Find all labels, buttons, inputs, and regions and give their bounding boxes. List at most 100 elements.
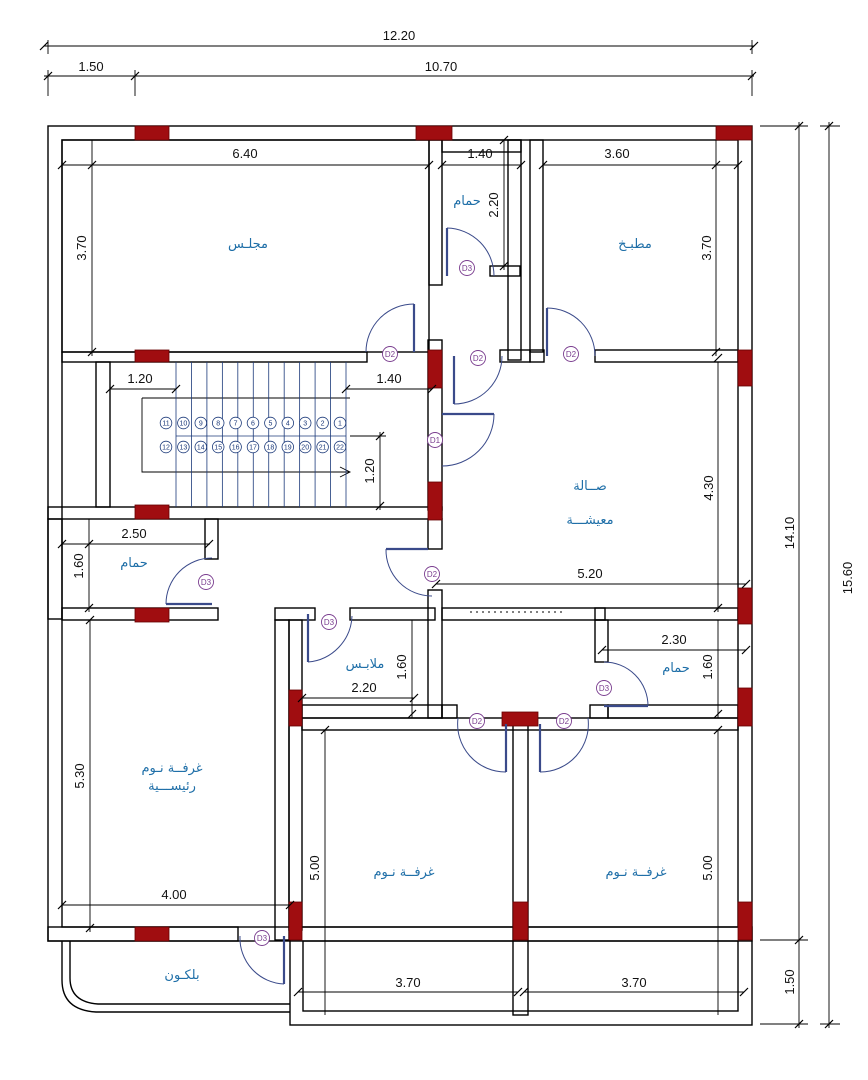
upper-step-marker <box>316 416 329 430</box>
window-stair <box>427 349 443 389</box>
window-bath2 <box>134 607 170 623</box>
dim-majlis-width: 6.40 <box>232 146 257 161</box>
dim-stair-landing: 1.20 <box>127 371 152 386</box>
svg-text:D2: D2 <box>472 717 483 726</box>
upper-step-number: 10 <box>180 421 188 428</box>
svg-text:D2: D2 <box>427 570 438 579</box>
upper-step-number: 2 <box>321 421 325 428</box>
dim-bath2-depth: 1.60 <box>71 553 86 578</box>
lower-step-number: 16 <box>232 445 240 452</box>
window-dressing <box>288 689 303 727</box>
room-label-kitchen: مطبـخ <box>618 237 652 252</box>
dim-stair-width: 1.40 <box>376 371 401 386</box>
window-majlis-bottom <box>134 349 170 363</box>
lower-step-number: 20 <box>301 445 309 452</box>
window-kitchen <box>715 125 753 141</box>
upper-step-marker <box>333 416 347 430</box>
door-tag-bed2: D2 <box>556 713 572 729</box>
svg-text:D1: D1 <box>430 436 441 445</box>
upper-step-number: 1 <box>338 421 342 428</box>
dimension-labels: 6.40 3.70 1.40 2.20 3.60 3.70 1.20 1.40 … <box>71 146 716 990</box>
window-master <box>134 926 170 942</box>
lower-step-marker <box>246 440 260 454</box>
dim-master-width: 4.00 <box>161 887 186 902</box>
window-bed1 <box>288 901 303 941</box>
svg-text:D2: D2 <box>566 350 577 359</box>
window-hall <box>427 481 443 521</box>
lower-step-marker <box>281 440 295 454</box>
lower-step-number: 18 <box>267 445 275 452</box>
lower-step-marker <box>194 440 208 454</box>
lower-step-number: 14 <box>197 445 205 452</box>
dim-overall-width: 12.20 <box>383 28 416 43</box>
dim-dressing-width: 2.20 <box>351 680 376 695</box>
upper-step-marker <box>299 416 312 430</box>
room-label-bed1: غرفــة نـوم <box>373 865 434 880</box>
upper-step-number: 6 <box>251 421 255 428</box>
dim-main-width: 10.70 <box>425 59 458 74</box>
dim-master-depth: 5.30 <box>72 763 87 788</box>
window-majlis <box>134 125 170 141</box>
dim-dressing-depth: 1.60 <box>394 654 409 679</box>
upper-step-marker <box>281 416 295 430</box>
lower-step-marker <box>159 440 173 454</box>
dim-bath1-width: 1.40 <box>467 146 492 161</box>
window-bath1 <box>415 125 453 141</box>
top-dimensions: 12.20 1.50 10.70 <box>39 28 759 96</box>
dim-stair-rise: 1.20 <box>362 458 377 483</box>
dim-bed2-width: 3.70 <box>621 975 646 990</box>
window-bed-mid <box>512 901 529 941</box>
dim-bath1-depth: 2.20 <box>486 192 501 217</box>
upper-step-marker <box>194 416 208 430</box>
svg-text:D3: D3 <box>257 934 268 943</box>
dim-living-depth: 4.30 <box>701 475 716 500</box>
window-bedrooms <box>501 711 539 727</box>
window-corridor <box>737 587 753 625</box>
svg-text:D3: D3 <box>462 264 473 273</box>
lower-step-marker <box>177 440 190 454</box>
dim-majlis-depth: 3.70 <box>74 235 89 260</box>
upper-step-number: 9 <box>199 421 203 428</box>
room-label-living-1: صــالة <box>573 479 607 494</box>
inner-dimension-lines <box>57 135 751 1015</box>
dim-bed2-depth: 5.00 <box>700 855 715 880</box>
lower-step-number: 21 <box>319 445 327 452</box>
door-tag-bath1: D3 <box>459 260 475 276</box>
windows <box>134 125 753 942</box>
room-labels: مجلـس حمام مطبـخ صــالة معيشـــة حمام مل… <box>120 194 690 983</box>
dim-balcony-depth: 1.50 <box>782 969 797 994</box>
door-tag-bed1: D2 <box>469 713 485 729</box>
window-bath3 <box>737 687 753 727</box>
door-tag-bath2: D3 <box>198 574 214 590</box>
lower-step-number: 12 <box>162 445 170 452</box>
lower-step-marker <box>264 440 277 454</box>
room-label-dressing: ملابـس <box>346 657 385 672</box>
room-label-master-1: غرفــة نـوم <box>141 761 202 776</box>
window-stair-bottom <box>134 504 170 520</box>
lower-step-number: 17 <box>249 445 257 452</box>
lower-step-marker <box>211 440 225 454</box>
upper-step-marker <box>264 416 277 430</box>
door-tag-bath3: D3 <box>596 680 612 696</box>
upper-step-marker <box>246 416 260 430</box>
dim-bath3-depth: 1.60 <box>700 654 715 679</box>
door-tag-balcony: D3 <box>254 930 270 946</box>
room-label-bath2: حمام <box>120 556 148 571</box>
room-label-bath1: حمام <box>453 194 481 209</box>
dim-kitchen-depth: 3.70 <box>699 235 714 260</box>
dim-overall-height: 15.60 <box>840 562 855 595</box>
upper-step-number: 5 <box>268 421 272 428</box>
walls <box>47 125 753 1026</box>
dim-bath2-width: 2.50 <box>121 526 146 541</box>
lower-step-number: 19 <box>284 445 292 452</box>
door-tag-majlis: D2 <box>382 346 398 362</box>
lower-step-number: 15 <box>214 445 222 452</box>
right-dimensions: 15.60 14.10 1.50 <box>760 121 855 1029</box>
upper-step-marker <box>229 416 242 430</box>
svg-text:D2: D2 <box>559 717 570 726</box>
svg-text:D3: D3 <box>599 684 610 693</box>
lower-step-marker <box>229 440 242 454</box>
window-living <box>737 349 753 387</box>
